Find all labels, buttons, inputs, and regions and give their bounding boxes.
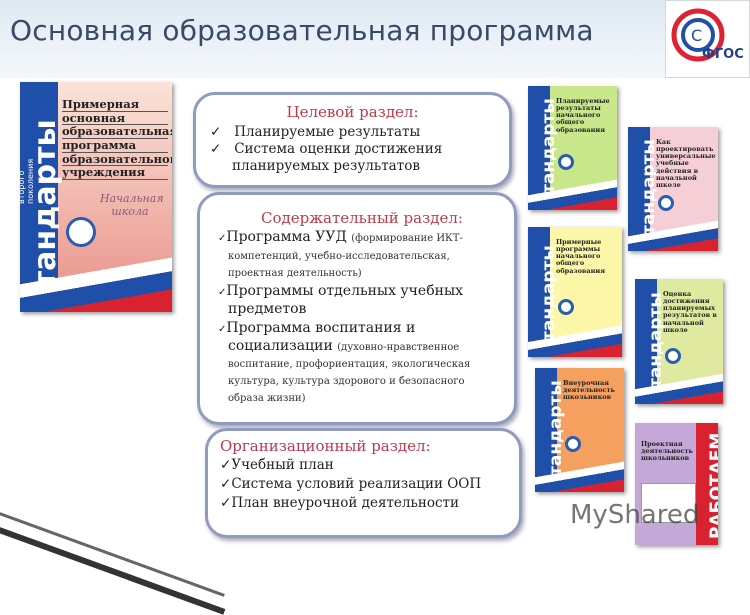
cover-line: образовательная xyxy=(62,124,172,139)
fgos-logo: C ФГОС xyxy=(665,0,750,78)
book-cover: стандарты Оценка достижения планируемых … xyxy=(635,279,723,404)
myshared-watermark: MyShared xyxy=(570,500,700,530)
section-item: Программа УУД xyxy=(226,229,347,245)
book-cover: РАБОТАЕМ Проектная деятельность школьник… xyxy=(635,423,718,545)
cover-subtitle: Начальная школа xyxy=(100,192,164,218)
fgos-emblem-icon xyxy=(565,436,581,453)
section-heading: Целевой раздел: xyxy=(286,103,419,121)
target-section-box: Целевой раздел: ✓ Планируемые результаты… xyxy=(193,92,512,188)
cover-title: Оценка достижения планируемых результато… xyxy=(663,290,717,334)
cover-wave xyxy=(535,457,624,492)
section-item: Планируемые результаты xyxy=(234,124,421,140)
cover-wave xyxy=(528,320,622,357)
cover-line: Примерная xyxy=(62,98,168,112)
book-cover: стандарты Планируемые результаты начальн… xyxy=(528,86,617,210)
book-cover: стандарты Как проектировать универсальны… xyxy=(628,127,718,251)
section-item-note: (формирование ИКТ-компетенций, учебно-ис… xyxy=(228,233,463,279)
cover-picture xyxy=(641,483,696,523)
decorative-stripe xyxy=(0,505,225,597)
section-heading: Содержательный раздел: xyxy=(261,209,463,227)
check-icon: ✓ xyxy=(218,324,227,335)
section-heading: Организационный раздел: xyxy=(220,437,431,455)
section-item-note: (духовно-нравственное воспитание, профор… xyxy=(228,342,471,404)
book-cover: стандарты Внеурочная деятельность школьн… xyxy=(535,368,624,492)
cover-wave xyxy=(628,216,718,251)
logo-text: ФГОС xyxy=(702,47,744,62)
cover-wave xyxy=(635,369,723,404)
decorative-stripe xyxy=(0,520,226,615)
organizational-section-box: Организационный раздел: ✓Учебный план ✓С… xyxy=(205,428,522,538)
cover-wave xyxy=(528,175,617,210)
svg-text:C: C xyxy=(691,26,702,45)
check-icon: ✓ xyxy=(210,141,222,157)
cover-line: программа xyxy=(62,139,168,153)
section-item: Система оценки достижения планируемых ре… xyxy=(232,141,443,174)
fgos-emblem-icon: C xyxy=(671,8,725,62)
cover-title: Как проектировать универсальные учебные … xyxy=(656,138,716,189)
cover-line: основная xyxy=(62,111,168,126)
fgos-emblem-icon xyxy=(66,217,96,247)
slide-title: Основная образовательная программа xyxy=(10,14,594,47)
fgos-emblem-icon xyxy=(665,347,681,364)
fgos-emblem-icon xyxy=(558,298,574,315)
section-item: Учебный план xyxy=(231,457,334,473)
main-book-cover: стандарты второго поколения Примерная ос… xyxy=(20,82,172,312)
cover-title: Внеурочная деятельность школьников xyxy=(563,379,615,402)
check-icon: ✓ xyxy=(220,495,232,511)
spine-subtitle: второго поколения xyxy=(20,158,35,204)
cover-title: Примерные программы начального общего об… xyxy=(556,238,606,275)
check-icon: ✓ xyxy=(210,124,222,140)
check-icon: ✓ xyxy=(220,457,232,473)
cover-title: Планируемые результаты начального общего… xyxy=(556,97,610,134)
fgos-emblem-icon xyxy=(658,195,674,212)
content-section-box: Содержательный раздел: ✓Программа УУД (ф… xyxy=(197,192,517,425)
fgos-emblem-icon xyxy=(558,154,574,171)
check-icon: ✓ xyxy=(218,287,227,298)
section-item: Программы отдельных учебных предметов xyxy=(226,283,463,317)
title-band xyxy=(0,0,750,78)
cover-line: образовательного xyxy=(62,151,172,167)
book-cover: стандарты Примерные программы начального… xyxy=(528,227,622,357)
check-icon: ✓ xyxy=(220,476,232,492)
section-item: Программа воспитания и социализации xyxy=(226,320,416,354)
cover-title: Проектная деятельность школьников xyxy=(641,440,693,463)
check-icon: ✓ xyxy=(218,233,227,244)
section-item: Система условий реализации ООП xyxy=(231,476,482,492)
spine-text: РАБОТАЕМ xyxy=(707,432,718,539)
cover-line: учреждения xyxy=(62,166,168,180)
section-item: План внеурочной деятельности xyxy=(231,495,459,511)
